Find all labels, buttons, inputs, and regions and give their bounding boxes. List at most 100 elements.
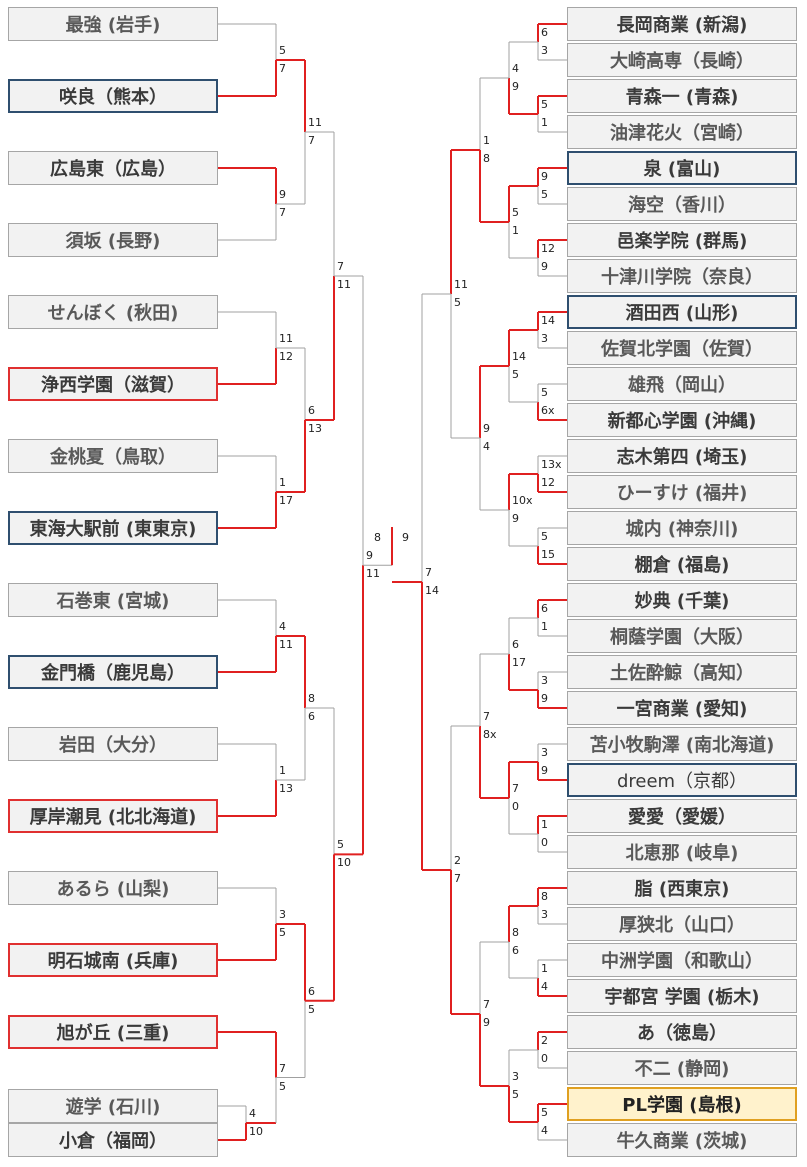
left-team-6: 浄西学園（滋賀） xyxy=(8,367,218,401)
score-l2-m1-1: 11 xyxy=(308,116,322,129)
score-r1-m2-1: 5 xyxy=(512,206,519,219)
score-r2-m3-1: 7 xyxy=(483,710,490,723)
score-r2-m3-2: 8x xyxy=(483,728,497,741)
score-l1-m6-2: 13 xyxy=(279,782,293,795)
left-team-3: 広島東（広島） xyxy=(8,151,218,185)
right-team-5: 泉 (富山) xyxy=(567,151,797,185)
score-r1-m1-1: 4 xyxy=(512,62,519,75)
score-l3-m1-1: 7 xyxy=(337,260,344,273)
score-r4-1: 7 xyxy=(425,566,432,579)
score-l4-2: 11 xyxy=(366,567,380,581)
score-l1-m2-1: 9 xyxy=(279,188,286,201)
score-r0-m16-1: 5 xyxy=(541,1106,548,1119)
right-team-23: 愛愛（愛媛） xyxy=(567,799,797,833)
left-team-2: 咲良（熊本） xyxy=(8,79,218,113)
score-l1-m1-2: 7 xyxy=(279,62,286,75)
score-r0-m11-1: 3 xyxy=(541,746,548,759)
score-l1-m2-2: 7 xyxy=(279,206,286,219)
right-team-4: 油津花火（宮崎） xyxy=(567,115,797,149)
score-l1-m5-2: 11 xyxy=(279,638,293,651)
left-team-11: 岩田（大分） xyxy=(8,727,218,761)
score-r0-m13-1: 8 xyxy=(541,890,548,903)
score-l1-m9-2: 10 xyxy=(249,1125,263,1138)
score-r0-m3-2: 5 xyxy=(541,188,548,201)
right-team-20: 一宮商業 (愛知) xyxy=(567,691,797,725)
right-team-12: 新都心学園 (沖縄) xyxy=(567,403,797,437)
score-final-2: 9 xyxy=(402,531,409,544)
score-l1-m4-2: 17 xyxy=(279,494,293,507)
score-l1-m7-2: 5 xyxy=(279,926,286,939)
score-r3-m1-2: 5 xyxy=(454,296,461,309)
score-r1-m4-1: 10x xyxy=(512,494,533,507)
score-r1-m8-2: 5 xyxy=(512,1088,519,1101)
score-l2-m4-2: 5 xyxy=(308,1002,315,1016)
score-r1-m1-2: 9 xyxy=(512,80,519,93)
score-l3-m1-2: 11 xyxy=(337,278,351,291)
score-r0-m5-1: 14 xyxy=(541,314,555,327)
score-l2-m1-2: 7 xyxy=(308,134,315,147)
score-r2-m2-1: 9 xyxy=(483,422,490,435)
score-l3-m2-1: 5 xyxy=(337,838,344,852)
score-r0-m1-1: 6 xyxy=(541,26,548,39)
score-l1-m5-1: 4 xyxy=(279,620,286,633)
score-r2-m1-1: 1 xyxy=(483,134,490,147)
score-r3-m1-1: 11 xyxy=(454,278,468,291)
score-r1-m6-1: 7 xyxy=(512,782,519,795)
score-r0-m16-2: 4 xyxy=(541,1124,548,1137)
score-r0-m6-1: 5 xyxy=(541,386,548,399)
right-team-28: 宇都宮 学園 (栃木) xyxy=(567,979,797,1013)
score-r1-m5-2: 17 xyxy=(512,656,526,669)
score-r0-m4-2: 9 xyxy=(541,260,548,273)
score-r0-m1-2: 3 xyxy=(541,44,548,57)
left-team-13: あるら (山梨) xyxy=(8,871,218,905)
score-r1-m3-2: 5 xyxy=(512,368,519,381)
right-team-11: 雄飛（岡山） xyxy=(567,367,797,401)
right-team-30: 不二 (静岡) xyxy=(567,1051,797,1085)
score-l1-m8-1: 7 xyxy=(279,1061,286,1075)
score-r2-m4-2: 9 xyxy=(483,1016,490,1029)
score-r1-m2-2: 1 xyxy=(512,224,519,237)
score-l3-m2-2: 10 xyxy=(337,856,351,870)
score-r0-m6-2: 6x xyxy=(541,404,555,417)
score-r2-m4-1: 7 xyxy=(483,998,490,1011)
left-team-14: 明石城南 (兵庫) xyxy=(8,943,218,977)
score-r1-m8-1: 3 xyxy=(512,1070,519,1083)
score-l2-m2-1: 6 xyxy=(308,404,315,417)
right-team-29: あ（徳島） xyxy=(567,1015,797,1049)
score-r0-m2-1: 5 xyxy=(541,98,548,111)
left-team-9: 石巻東 (宮城) xyxy=(8,583,218,617)
score-l1-m3-1: 11 xyxy=(279,332,293,345)
score-r0-m3-1: 9 xyxy=(541,170,548,183)
score-r1-m6-2: 0 xyxy=(512,800,519,813)
score-r0-m7-1: 13x xyxy=(541,458,562,471)
right-team-13: 志木第四 (埼玉) xyxy=(567,439,797,473)
left-team-15: 旭が丘 (三重) xyxy=(8,1015,218,1049)
score-r1-m5-1: 6 xyxy=(512,638,519,651)
score-r0-m15-2: 0 xyxy=(541,1052,548,1065)
score-r4-2: 14 xyxy=(425,584,439,597)
score-r0-m12-1: 1 xyxy=(541,818,548,831)
score-r0-m10-2: 9 xyxy=(541,692,548,705)
score-l4-1: 9 xyxy=(366,549,373,563)
right-team-22: dreem（京都） xyxy=(567,763,797,797)
score-l1-m1-1: 5 xyxy=(279,44,286,57)
left-team-8: 東海大駅前 (東東京) xyxy=(8,511,218,545)
right-team-15: 城内 (神奈川) xyxy=(567,511,797,545)
score-r0-m7-2: 12 xyxy=(541,476,555,489)
left-team-4: 須坂 (長野) xyxy=(8,223,218,257)
right-team-1: 長岡商業 (新潟) xyxy=(567,7,797,41)
right-team-19: 土佐酔鯨（高知） xyxy=(567,655,797,689)
score-final-1: 8 xyxy=(374,531,381,544)
left-team-12: 厚岸潮見 (北北海道) xyxy=(8,799,218,833)
right-team-24: 北恵那 (岐阜) xyxy=(567,835,797,869)
score-r3-m2-2: 7 xyxy=(454,872,461,885)
right-team-10: 佐賀北学園（佐賀） xyxy=(567,331,797,365)
score-r0-m9-2: 1 xyxy=(541,620,548,633)
score-r3-m2-1: 2 xyxy=(454,854,461,867)
score-r0-m8-2: 15 xyxy=(541,548,555,561)
score-r0-m4-1: 12 xyxy=(541,242,555,255)
score-l1-m9-1: 4 xyxy=(249,1107,256,1120)
score-r0-m15-1: 2 xyxy=(541,1034,548,1047)
score-r0-m12-2: 0 xyxy=(541,836,548,849)
